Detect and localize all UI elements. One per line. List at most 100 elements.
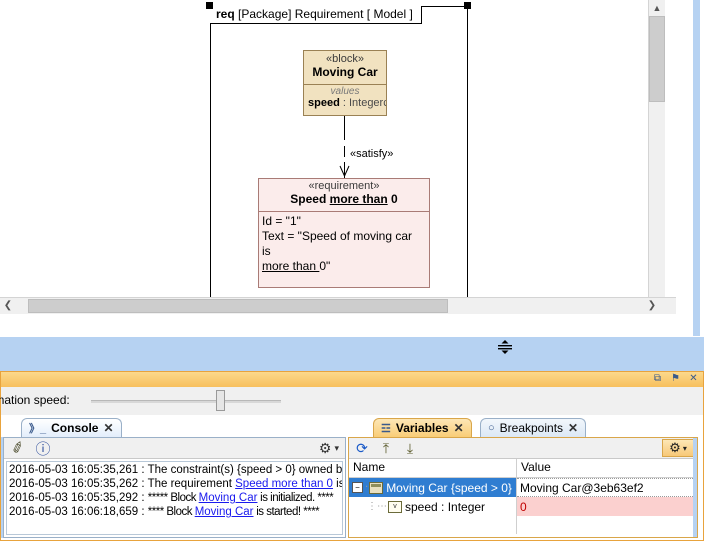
block-header: «block» Moving Car [304,51,386,85]
console-toolbar: ✐ ⓘ ⚙ ▾ [4,438,345,459]
log-line: 2016-05-03 16:06:18,659 : **** Block Mov… [9,505,342,519]
log-separator: : [138,478,148,490]
row-value-cell[interactable]: Moving Car@3eb63ef2 [517,478,697,497]
bottom-panel-window-buttons: ⧉ ⚑ ✕ [652,373,699,384]
requirement-stereotype: «requirement» [308,180,380,192]
scroll-left-icon[interactable]: ❮ [3,300,13,311]
tab-console[interactable]: 》_ Console ✕ [21,418,122,437]
selection-handle-top-right[interactable] [464,2,471,9]
tab-console-close-icon[interactable]: ✕ [103,421,114,435]
collapse-all-icon[interactable]: ⤒ [382,439,390,456]
block-name: Moving Car [312,65,378,79]
requirement-body-line-2: Text = "Speed of moving car [262,229,413,243]
console-pane: ✐ ⓘ ⚙ ▾ 2016-05-03 16:05:35,261 : The co… [3,437,346,538]
splitter-resize-icon[interactable] [497,339,513,355]
log-line: 2016-05-03 16:05:35,261 : The constraint… [9,463,342,477]
tab-breakpoints[interactable]: ○ Breakpoints ✕ [480,418,587,437]
variables-settings-gear-icon[interactable]: ⚙ [669,440,681,455]
requirement-speed-more-than-0[interactable]: «requirement» Speed more than 0 Id = "1"… [258,178,430,288]
animation-speed-label: nimation speed: [0,393,70,407]
debug-bottom-panel: ⧉ ⚑ ✕ nimation speed: 》_ Console ✕ ☲ [0,371,704,541]
tree-line-icon: ‧ [365,482,369,493]
value-property-icon: v [388,500,402,513]
table-row[interactable]: − ‧ Moving Car {speed > 0} Moving Car@3e… [349,478,697,497]
refresh-icon[interactable]: ⟳ [356,439,368,456]
variables-table-header: Name Value [349,459,697,478]
animation-speed-bar: nimation speed: [0,387,703,415]
block-moving-car[interactable]: «block» Moving Car values speed : Intege… [303,50,387,116]
row-value-cell[interactable]: 0 [517,497,697,516]
log-text-post: is initialized. **** [257,492,334,504]
requirement-body-line-4-suffix: 0" [319,259,331,273]
restore-icon[interactable]: ⧉ [653,372,662,384]
tree-collapse-icon[interactable]: − [352,482,363,493]
tab-variables-close-icon[interactable]: ✕ [453,421,464,435]
console-log-output[interactable]: 2016-05-03 16:05:35,261 : The constraint… [6,461,343,535]
variables-pane: ⟳ ⤒ ⤓ ⚙ ▾ Name Value − [348,437,698,538]
block-property-speed: speed : Integerc [304,97,386,109]
log-text-post: is started! **** [253,506,320,518]
close-icon[interactable]: ✕ [689,372,698,384]
horizontal-splitter[interactable] [0,336,704,372]
clear-eraser-icon[interactable]: ✐ [9,438,27,459]
requirement-name: Speed more than 0 [259,192,429,206]
row-name-label: speed : Integer [405,499,486,514]
settings-gear-icon[interactable]: ⚙ [318,440,332,456]
variables-settings-group[interactable]: ⚙ ▾ [662,439,694,457]
requirement-body: Id = "1" Text = "Speed of moving car is … [259,212,429,274]
chevron-down-icon[interactable]: ▾ [334,443,339,453]
requirement-header: «requirement» Speed more than 0 [259,179,429,212]
diagram-vertical-scrollbar[interactable]: ▲ ▼ [648,0,665,314]
variables-table: Name Value − ‧ Moving Car {speed > 0} Mo… [349,459,697,537]
animation-speed-slider-thumb[interactable] [216,390,225,411]
row-name-cell[interactable]: − ‧ Moving Car {speed > 0} [349,478,517,497]
requirement-body-line-4-underlined: more than [262,259,320,273]
tab-breakpoints-label: Breakpoints [499,421,564,435]
log-line: 2016-05-03 16:05:35,262 : The requiremen… [9,477,342,491]
block-values-compartment: values speed : Integerc [304,85,386,109]
row-name-label: Moving Car {speed > 0} [386,480,512,495]
tab-console-label: Console [51,421,99,435]
requirement-name-suffix: 0 [387,192,398,206]
block-property-type: Integerc [348,97,386,109]
requirement-body-line-4: more than 0" [262,259,429,274]
bottom-panel-left-edge [1,437,3,538]
animation-speed-slider-track[interactable] [91,400,281,403]
block-stereotype: «block» [326,53,364,65]
block-compartment-label: values [330,86,360,97]
info-icon[interactable]: ⓘ [35,440,51,458]
block-property-name: speed [308,97,340,109]
expand-all-icon[interactable]: ⤓ [406,439,414,456]
log-timestamp: 2016-05-03 16:06:18,659 [9,506,139,518]
scroll-up-icon[interactable]: ▲ [649,0,665,16]
variables-tree-icon: ☲ [381,422,391,435]
diagram-horizontal-scrollbar[interactable]: ❮ ❯ [0,297,676,314]
diagram-right-edge-strip [693,0,700,336]
satisfy-arrowhead-icon [339,165,350,178]
log-link[interactable]: Moving Car [198,492,258,504]
variables-toolbar: ⟳ ⤒ ⤓ ⚙ ▾ [349,438,697,459]
tab-variables[interactable]: ☲ Variables ✕ [373,418,472,437]
pin-icon[interactable]: ⚑ [671,372,680,384]
vertical-scrollbar-thumb[interactable] [649,16,665,102]
table-row[interactable]: ⋮⋯ v speed : Integer 0 [349,497,697,516]
selection-handle-top-left[interactable] [206,2,213,9]
chevron-down-icon[interactable]: ▾ [682,443,687,453]
log-link[interactable]: Moving Car [194,506,254,518]
requirement-name-prefix: Speed [290,192,330,206]
tree-line-icon: ⋮⋯ [367,501,387,512]
log-link[interactable]: Speed more than 0 [235,478,333,490]
log-text-post: is n [336,478,342,490]
row-name-cell-empty [349,516,517,534]
log-text: The requirement [147,478,236,490]
diagram-canvas[interactable]: req [Package] Requirement [ Model ] «blo… [0,0,676,314]
tab-breakpoints-close-icon[interactable]: ✕ [568,421,579,435]
scroll-right-icon[interactable]: ❯ [647,300,657,311]
row-name-cell[interactable]: ⋮⋯ v speed : Integer [349,497,517,516]
frame-label-kind: req [216,7,235,21]
console-settings-group[interactable]: ⚙ ▾ [319,440,339,457]
horizontal-scrollbar-thumb[interactable] [28,299,448,313]
log-separator: : [138,506,148,518]
frame-label-context: [ Model ] [366,7,413,21]
